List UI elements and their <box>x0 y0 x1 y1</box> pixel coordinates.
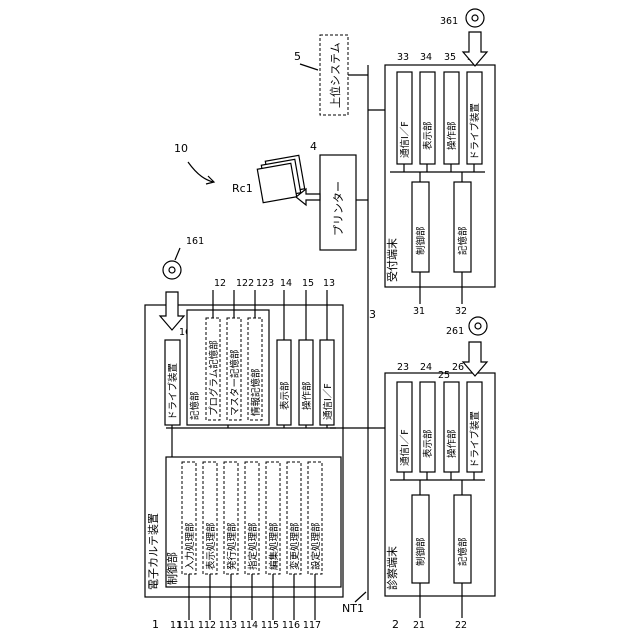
exam-drive-arrow-icon <box>463 342 487 376</box>
processor-label-112: 表示処理部 <box>205 522 217 570</box>
emr-controller-label: 制御部 <box>165 552 179 585</box>
processor-ref-111: 111 <box>177 620 195 631</box>
reception-title: 受付端末 <box>385 238 399 282</box>
emr-device-title-label: 電子カルテ装置 <box>147 513 160 590</box>
upper-system-ref: 5 <box>294 50 301 63</box>
exam-title: 診察端末 <box>385 546 399 590</box>
processor-label-111: 入力処理部 <box>184 522 196 570</box>
reception-disk-ref: 361 <box>440 16 458 27</box>
reception-operation-ref: 35 <box>444 52 456 63</box>
emr-comm-ref: 13 <box>323 278 335 289</box>
exam-display-label: 表示部 <box>422 429 434 458</box>
store-label-123: 情報記憶部 <box>250 368 262 416</box>
upper-system-label: 上位システム <box>328 42 342 108</box>
emr-operation-label: 操作部 <box>301 381 313 410</box>
reception-display-ref: 34 <box>420 52 432 63</box>
store-label-121: プログラム記憶部 <box>208 340 220 416</box>
exam-storage-ref: 22 <box>455 620 467 631</box>
system-ref: 10 <box>174 142 188 155</box>
processor-ref-114: 114 <box>240 620 258 631</box>
exam-operation-label: 操作部 <box>446 429 458 458</box>
emr-drive-label: ドライブ装置 <box>167 363 179 420</box>
processor-ref-115: 115 <box>261 620 279 631</box>
exam-controller-ref: 21 <box>413 620 425 631</box>
emr-device-ref: 1 <box>152 618 159 631</box>
processor-label-113: 発行処理部 <box>226 522 238 570</box>
reception-display-label: 表示部 <box>422 121 434 150</box>
processor-ref-116: 116 <box>282 620 300 631</box>
emr-display-ref: 14 <box>280 278 292 289</box>
store-label-122: マスター記憶部 <box>229 349 241 416</box>
exam-comm-label: 通信I／F <box>399 429 411 466</box>
processor-ref-112: 112 <box>198 620 216 631</box>
emr-operation-ref: 15 <box>302 278 314 289</box>
reception-storage-ref: 32 <box>455 306 467 317</box>
exam-ref: 2 <box>392 618 399 631</box>
reception-controller-label: 制御部 <box>415 226 427 255</box>
reception-controller-ref: 31 <box>413 306 425 317</box>
processor-label-117: 設定処理部 <box>310 522 322 570</box>
exam-disk-ref: 261 <box>446 326 464 337</box>
exam-display-ref: 24 <box>420 362 432 373</box>
reception-comm-label: 通信I／F <box>399 121 411 158</box>
store-ref-122: 122 <box>236 278 254 289</box>
processor-label-116: 変更処理部 <box>289 522 301 570</box>
reception-storage-label: 記憶部 <box>457 226 469 255</box>
exam-operation-ref: 25 <box>438 370 450 381</box>
processor-label-115: 編集処理部 <box>268 522 280 570</box>
processor-ref-113: 113 <box>219 620 237 631</box>
emr-storage-label: 記憶部 <box>189 391 201 420</box>
emr-comm-label: 通信I／F <box>322 383 334 420</box>
emr-disk-ref: 161 <box>186 236 204 247</box>
exam-drive-label: ドライブ装置 <box>469 411 481 468</box>
processor-label-114: 指定処理部 <box>247 522 259 570</box>
reception-comm-ref: 33 <box>397 52 409 63</box>
processor-ref-117: 117 <box>303 620 321 631</box>
reception-ref: 3 <box>369 308 376 321</box>
store-ref-123: 123 <box>256 278 274 289</box>
exam-comm-ref: 23 <box>397 362 409 373</box>
printout-ref: Rc1 <box>232 182 253 195</box>
reception-operation-label: 操作部 <box>446 121 458 150</box>
network-ref: NT1 <box>342 602 364 615</box>
emr-display-label: 表示部 <box>279 381 291 410</box>
reception-drive-label: ドライブ装置 <box>469 103 481 160</box>
printer-ref: 4 <box>310 140 317 153</box>
exam-drive-ref: 26 <box>452 362 464 373</box>
printer-label: プリンター <box>332 181 345 236</box>
emr-storage-ref: 12 <box>214 278 226 289</box>
exam-controller-label: 制御部 <box>415 537 427 566</box>
exam-storage-label: 記憶部 <box>457 537 469 566</box>
